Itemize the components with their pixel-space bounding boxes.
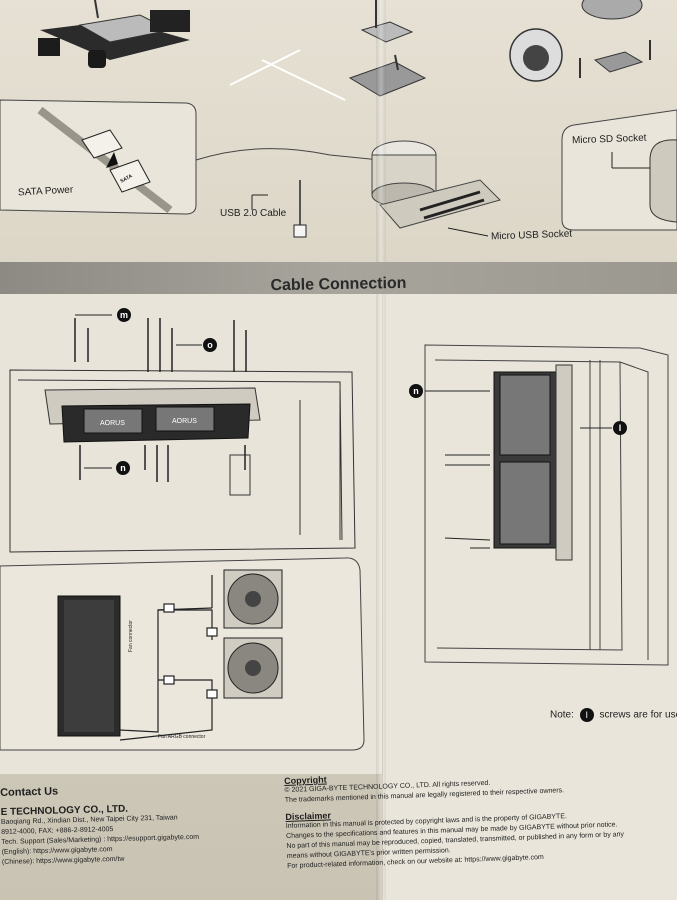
fan-top-illustration (223, 569, 283, 629)
micro-usb-leader (447, 227, 489, 237)
micro-sd-panel (561, 109, 677, 231)
sata-connector-illustration (81, 129, 151, 193)
callout-l: l (613, 421, 627, 435)
top-radiator-illustration (38, 0, 190, 68)
fan-wiring-inset (0, 557, 365, 751)
note-text: Note: l screws are for use (550, 708, 677, 722)
callout-m: m (117, 308, 131, 322)
sata-cable (37, 106, 173, 214)
fan-connector-label: Fan connector (128, 620, 134, 652)
note-bullet: l (579, 708, 594, 722)
fan-argb-connector-label: Fan ARGB connector (158, 734, 206, 740)
usb-plug-illustration (293, 224, 307, 238)
callout-o: o (203, 338, 217, 352)
screw-set-illustration (74, 318, 247, 482)
fan-bottom-illustration (223, 637, 283, 699)
note-body: screws are for use (599, 709, 677, 721)
svg-text:AORUS: AORUS (100, 420, 125, 427)
note-prefix: Note: (550, 709, 574, 721)
top-pump-illustration (229, 0, 427, 101)
callout-n-right: n (409, 384, 423, 398)
section-band (0, 262, 677, 294)
callout-n-left: n (116, 461, 130, 475)
legal-block: Copyright © 2021 GIGA-BYTE TECHNOLOGY CO… (284, 764, 625, 872)
right-page-panel (383, 262, 677, 900)
contact-block: Contact Us E TECHNOLOGY CO., LTD. Baoqia… (0, 783, 200, 868)
page-fold (376, 0, 386, 900)
pump-block-illustration (371, 140, 501, 229)
case-left-illustration (9, 369, 356, 553)
top-right-bracket-illustration (509, 0, 651, 82)
fan-cables-illustration (119, 575, 218, 741)
top-radiator-fans-illustration: AORUS AORUS (44, 387, 261, 443)
radiator-side-illustration (57, 595, 121, 737)
front-radiator-fans-illustration (493, 364, 573, 561)
svg-text:AORUS: AORUS (172, 418, 197, 425)
case-right-illustration (424, 344, 669, 666)
usb2-cable-label: USB 2.0 Cable (220, 208, 287, 219)
